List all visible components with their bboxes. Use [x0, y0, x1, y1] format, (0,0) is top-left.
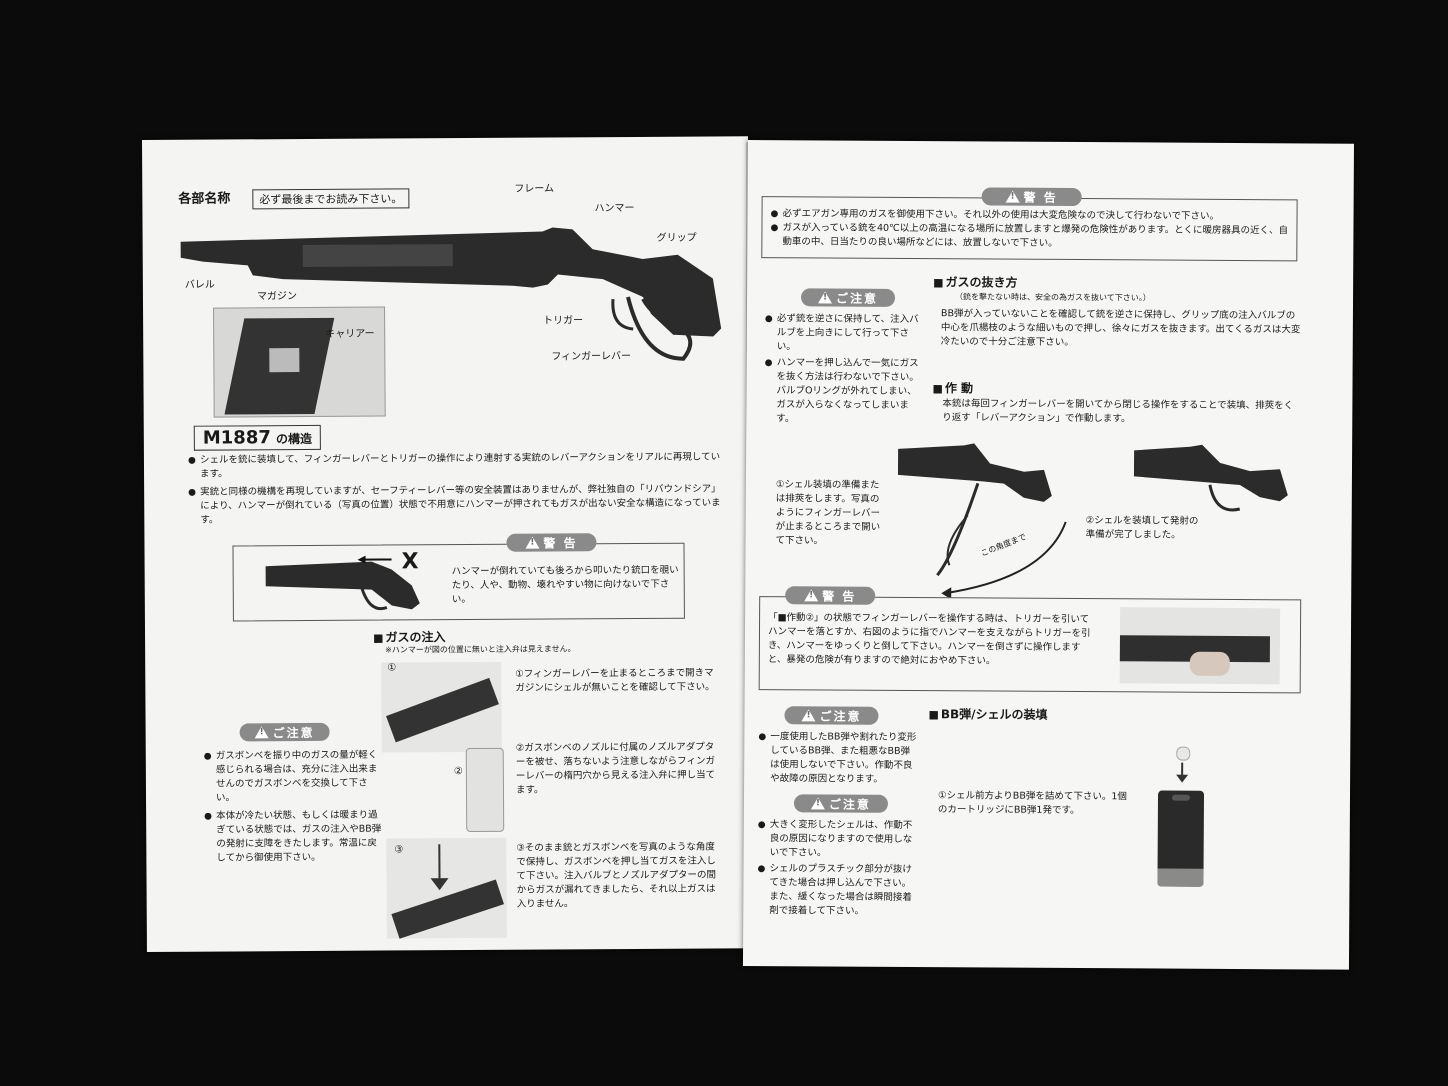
structure-title-main: M1887: [202, 427, 271, 449]
caution-bullets: ガスボンベを振り中のガスの量が軽く感じられる場合は、充分に注入出来ませんのでガス…: [204, 749, 383, 866]
structure-bullet: 実銃と同様の機構を再現していますが、セーフティーレバー等の安全装置はありませんが…: [188, 482, 728, 527]
caution-bullet: 本体が冷たい状態、もしくは暖まり過ぎている状態では、ガスの注入やBB弾の発射に支…: [204, 809, 382, 866]
structure-title-sub: の構造: [275, 431, 312, 447]
structure-bullets: シェルを銃に装填して、フィンガーレバーとトリガーの操作により連射する実銃のレバー…: [188, 450, 728, 527]
top-warning-box: 必ずエアガン専用のガスを御使用下さい。それ以外の使用は大変危険なので決して行わな…: [761, 196, 1298, 262]
gas-release-text: BB弾が入っていないことを確認して銃を逆さに保持し、グリップ底の注入バルブの中心…: [940, 308, 1301, 348]
warning2-label: 警 告: [822, 588, 857, 604]
top-warning-bullet: ガスが入っている銃を40℃以上の高温になる場所に放置しますと爆発の危険性がありま…: [770, 221, 1290, 252]
gas-step2-text: ②ガスボンベのノズルに付属のノズルアダプターを被せ、落ちないよう注意しながらフィ…: [515, 741, 716, 796]
top-warning-bullets: 必ずエアガン専用のガスを御使用下さい。それ以外の使用は大変危険なので決して行わな…: [770, 207, 1290, 252]
action-step2-diagram: [1133, 444, 1288, 512]
action-step1-text: ①シェル装填の準備または排莢をします。写真のようにフィンガーレバーが止まるところ…: [775, 479, 881, 547]
caution-triangle-icon: [254, 726, 269, 739]
angle-arrow: [941, 521, 1067, 599]
gas-step3-image: [386, 837, 507, 939]
action-text: 本銃は毎回フィンガーレバーを開いてから閉じる操作をすることで装填、排莢をくり返す…: [942, 398, 1294, 425]
bb-text: ①シェル前方よりBB弾を詰めて下さい。1個のカートリッジにBB弾1発です。: [937, 790, 1127, 817]
caution3-bullet: 大きく変形したシェルは、作動不良の原因になりますので使用しないで下さい。: [758, 818, 918, 861]
label-grip: グリップ: [656, 232, 697, 244]
caution1-bullet: ハンマーを押し込んで一気にガスを抜く方法は行わないで下さい。バルブOリングが外れ…: [764, 356, 920, 427]
bb-title: BB弾/シェルの装填: [928, 705, 1048, 723]
caution-triangle-icon: [801, 709, 816, 722]
gas-canister-image: [465, 747, 505, 833]
caution3-bullet: シェルのプラスチック部分が抜けてきた場合は押し込んで下さい。また、緩くなった場合…: [757, 862, 917, 919]
prohibit-x-icon: X: [401, 549, 419, 575]
top-warning-badge: 警 告: [981, 187, 1082, 207]
warning-triangle-icon: [1005, 190, 1020, 203]
shotgun-diagram: [180, 227, 722, 361]
gas-step3-text: ③そのまま銃とガスボンベを写真のような角度で保持し、ガスボンベを押し当てガスを注…: [516, 841, 717, 910]
action-step2-text: ②シェルを装填して発射の準備が完了しました。: [1085, 515, 1199, 541]
warning-triangle-icon: [525, 536, 540, 549]
label-hammer: ハンマー: [594, 202, 635, 215]
caution2-bullet: 一度使用したBB弾や割れたり変形しているBB弾、また粗悪なBB弾は使用しないで下…: [758, 730, 918, 787]
caution-triangle-icon: [817, 291, 833, 304]
manual-right-page: 必ずエアガン専用のガスを御使用下さい。それ以外の使用は大変危険なので決して行わな…: [742, 140, 1354, 970]
label-trigger: トリガー: [543, 315, 584, 327]
caution-triangle-icon: [810, 797, 825, 810]
caution3-badge: ご注意: [793, 794, 889, 813]
caution-bullet: ガスボンベを振り中のガスの量が軽く感じられる場合は、充分に注入出来ませんのでガス…: [204, 749, 382, 806]
hammer-down-diagram: [265, 555, 420, 611]
parts-note: 必ず最後までお読み下さい。: [252, 188, 410, 210]
structure-bullet: シェルを銃に装填して、フィンガーレバーとトリガーの操作により連射する実銃のレバー…: [188, 450, 728, 481]
caution-badge: ご注意: [239, 722, 330, 742]
gas-release-note: （銃を撃たない時は、安全の為ガスを抜いて下さい。）: [955, 292, 1151, 303]
down-arrow-head-icon: [1176, 774, 1189, 783]
warning-triangle-icon: [804, 589, 819, 602]
caution1-bullets: 必ず銃を逆さに保持して、注入バルブを上向きにして行って下さい。 ハンマーを押し込…: [764, 312, 921, 427]
label-magazine: マガジン: [256, 291, 297, 303]
structure-title: M1887 の構造: [193, 424, 322, 451]
caution2-bullets: 一度使用したBB弾や割れたり変形しているBB弾、また粗悪なBB弾は使用しないで下…: [758, 730, 918, 787]
warning-label: 警 告: [543, 535, 578, 551]
carrier-photo: [213, 306, 386, 418]
warning2-text: 「■作動②」の状態でフィンガーレバーを操作する時は、トリガーを引いてハンマーを落…: [767, 612, 1091, 667]
warning2-photo: [1119, 607, 1281, 685]
warning2-box: 「■作動②」の状態でフィンガーレバーを操作する時は、トリガーを引いてハンマーを落…: [758, 596, 1302, 694]
gas-step3-num: ③: [394, 844, 404, 856]
gas-title: ガスの注入: [373, 628, 446, 645]
gas-step2-num: ②: [453, 766, 463, 778]
shell-cartridge-image: [1157, 790, 1205, 887]
warning2-badge: 警 告: [785, 586, 876, 605]
caution-label: ご注意: [272, 725, 315, 740]
caution2-badge: ご注意: [784, 706, 879, 725]
caution1-bullet: 必ず銃を逆さに保持して、注入バルブを上向きにして行って下さい。: [765, 312, 921, 355]
label-carrier: キャリアー: [325, 328, 375, 340]
parts-title: 各部名称: [178, 191, 231, 207]
gas-release-title: ガスの抜き方: [933, 273, 1018, 291]
gas-step1-image: ①: [381, 661, 502, 753]
gas-step1-text: ①フィンガーレバーを止まるところまで開きマガジンにシェルが無いことを確認して下さ…: [515, 667, 715, 694]
action-title: 作 動: [932, 379, 973, 396]
caution2-label: ご注意: [819, 708, 862, 724]
label-frame: フレーム: [514, 183, 555, 195]
caution1-badge: ご注意: [800, 288, 896, 307]
warning-text: ハンマーが倒れていても後ろから叩いたり銃口を覗いたり、人や、動物、壊れやすい物に…: [451, 564, 679, 606]
warning-badge: 警 告: [506, 533, 597, 552]
label-finger-lever: フィンガーレバー: [551, 351, 632, 363]
caution1-label: ご注意: [835, 291, 879, 306]
manual-left-page: 各部名称 必ず最後までお読み下さい。 フレーム ハンマー グリップ バレル マガ…: [142, 136, 753, 952]
bb-pellet-icon: [1176, 746, 1191, 761]
gas-note: ※ハンマーが図の位置に無いと注入弁は見えません。: [385, 644, 576, 655]
top-warning-label: 警 告: [1023, 190, 1058, 205]
label-barrel: バレル: [184, 279, 215, 291]
action-step1-diagram: [897, 443, 1052, 577]
caution3-label: ご注意: [828, 797, 871, 812]
caution3-bullets: 大きく変形したシェルは、作動不良の原因になりますので使用しないで下さい。 シェル…: [757, 818, 918, 919]
warning-box: X ハンマーが倒れていても後ろから叩いたり銃口を覗いたり、人や、動物、壊れやすい…: [232, 542, 685, 622]
